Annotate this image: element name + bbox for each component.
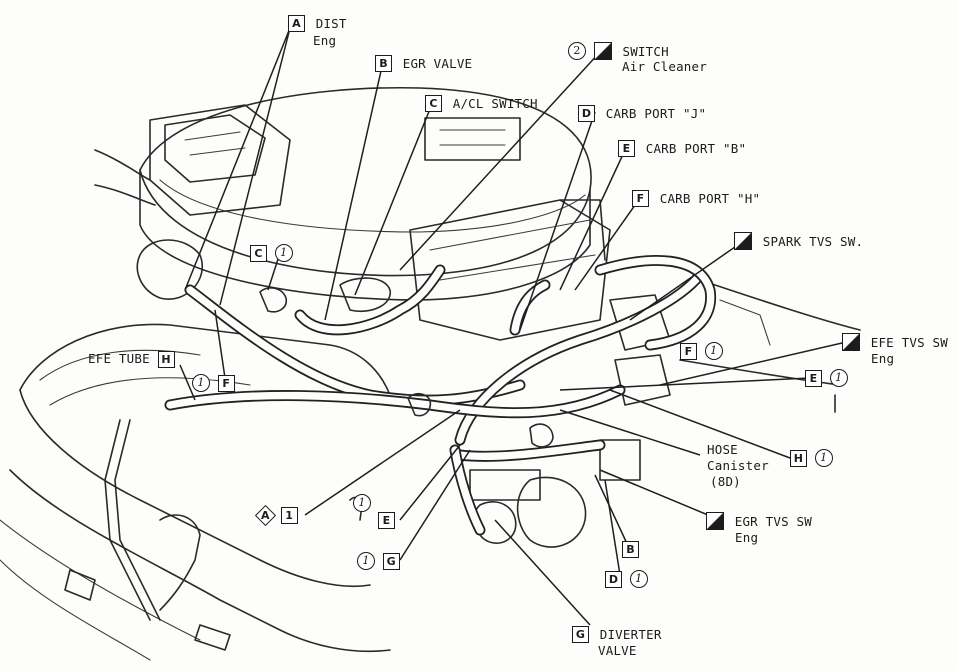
callout-dist-sub: Eng: [313, 33, 337, 48]
code-box: A: [288, 15, 305, 32]
number-circle: 2: [568, 42, 586, 60]
carburetor: [409, 199, 611, 341]
callout-efe-tvs: EFE TVS SW: [842, 333, 948, 351]
tag-f1-left: 1 F: [192, 374, 235, 392]
switch-symbol-icon: [593, 42, 612, 60]
code-box: D: [578, 105, 595, 122]
distributor: [94, 104, 291, 300]
code-box: F: [632, 190, 649, 207]
air-cleaner: [139, 86, 592, 301]
code-box: G: [572, 626, 589, 643]
code-diamond: A: [254, 504, 277, 527]
callout-label: EGR VALVE: [402, 56, 473, 71]
callout-egr-tvs: EGR TVS SW: [706, 512, 812, 530]
switch-symbol-icon: [734, 232, 752, 250]
callout-label: SPARK TVS SW.: [762, 233, 864, 249]
leader-lines: [179, 27, 856, 626]
code-box: E: [618, 140, 635, 157]
callout-carb-port-h: F CARB PORT "H": [632, 190, 760, 207]
code-box: E: [378, 512, 395, 529]
code-box: B: [622, 541, 639, 558]
callout-label: SWITCH: [622, 43, 669, 59]
valve-cover: [0, 323, 391, 661]
callout-switch-air-cleaner: 2 SWITCH: [568, 42, 669, 60]
number-circle: 1: [357, 552, 375, 570]
callout-label: DIST: [315, 16, 347, 31]
number-circle: 1: [829, 369, 848, 387]
code-box: C: [250, 244, 267, 262]
code-box: H: [790, 449, 807, 467]
tag-e1: E 1: [805, 369, 848, 387]
number-circle: 1: [814, 449, 833, 467]
code-box: F: [680, 342, 697, 360]
callout-hose-canister-sub2: (8D): [710, 474, 741, 489]
callout-diverter-valve: G DIVERTER: [572, 626, 662, 643]
number-circle: 1: [629, 570, 648, 588]
code-box: D: [605, 570, 622, 588]
tag-e-low: 1: [353, 494, 371, 512]
callout-label: A/CL SWITCH: [452, 96, 538, 111]
code-box: H: [157, 351, 175, 368]
switch-symbol-icon: [842, 333, 860, 351]
vacuum-hoses: [164, 255, 717, 536]
callout-efe-tvs-sub: Eng: [871, 351, 895, 366]
callout-diverter-sub: VALVE: [598, 643, 637, 658]
number-circle: 1: [704, 342, 723, 360]
tag-a1: A 1: [254, 504, 298, 527]
callout-label: CARB PORT "J": [605, 106, 707, 121]
callout-label: CARB PORT "H": [659, 191, 761, 206]
code-box: B: [375, 55, 392, 72]
number-circle: 1: [192, 374, 210, 392]
callout-carb-port-b: E CARB PORT "B": [618, 140, 746, 157]
callout-carb-port-j: D CARB PORT "J": [578, 105, 706, 122]
code-box: E: [805, 369, 822, 387]
callout-label: DIVERTER: [599, 627, 662, 642]
code-box: C: [425, 95, 442, 112]
code-box: F: [217, 374, 235, 392]
switch-symbol-icon: [706, 512, 724, 530]
callout-dist: A DIST: [288, 15, 347, 32]
code-box: G: [382, 552, 400, 570]
tag-f1-right: F 1: [680, 342, 723, 360]
callout-spark-tvs: SPARK TVS SW.: [734, 232, 863, 250]
tag-e-low-box: E: [378, 512, 395, 529]
number-circle: 1: [353, 494, 371, 512]
tag-d1: D 1: [605, 570, 648, 588]
number-circle: 1: [274, 244, 293, 262]
callout-label: EFE TUBE: [88, 351, 150, 366]
callout-egr-tvs-sub: Eng: [735, 530, 759, 545]
code-box: 1: [280, 507, 298, 524]
callout-efe-tube: EFE TUBE H: [88, 351, 175, 368]
callout-hose-canister: HOSE: [707, 442, 738, 457]
efe-pipes: [64, 419, 231, 651]
callout-egr-valve: B EGR VALVE: [375, 55, 472, 72]
tag-c1: C 1: [250, 244, 293, 262]
tag-b-low: B: [622, 541, 639, 558]
callout-label: EFE TVS SW: [870, 334, 948, 350]
callout-label: CARB PORT "B": [645, 141, 747, 156]
tag-g1: 1 G: [357, 552, 400, 570]
callout-label: EGR TVS SW: [734, 513, 812, 529]
tag-h1: H 1: [790, 449, 833, 467]
callout-hose-canister-sub: Canister: [707, 458, 769, 473]
callout-switch-sub: Air Cleaner: [622, 59, 707, 74]
callout-acl-switch: C A/CL SWITCH: [425, 95, 538, 112]
